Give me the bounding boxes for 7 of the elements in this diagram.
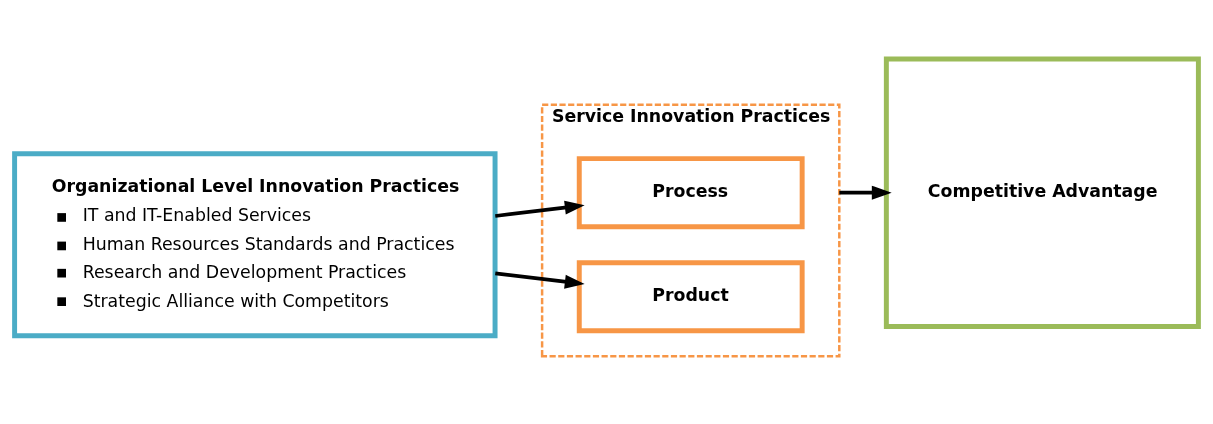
node-box: Product — [576, 259, 805, 333]
node-box: Organizational Level Innovation Practices IT and IT-Enabled Services Human Resources Standards and Practices Research and Development Practices Strategic Alliance with Competitors — [12, 150, 498, 338]
node-box: Competitive Advantage — [883, 55, 1201, 329]
arrow — [495, 200, 585, 218]
node-box: Process — [576, 155, 805, 229]
arrow — [495, 271, 585, 289]
arrow — [839, 185, 892, 200]
